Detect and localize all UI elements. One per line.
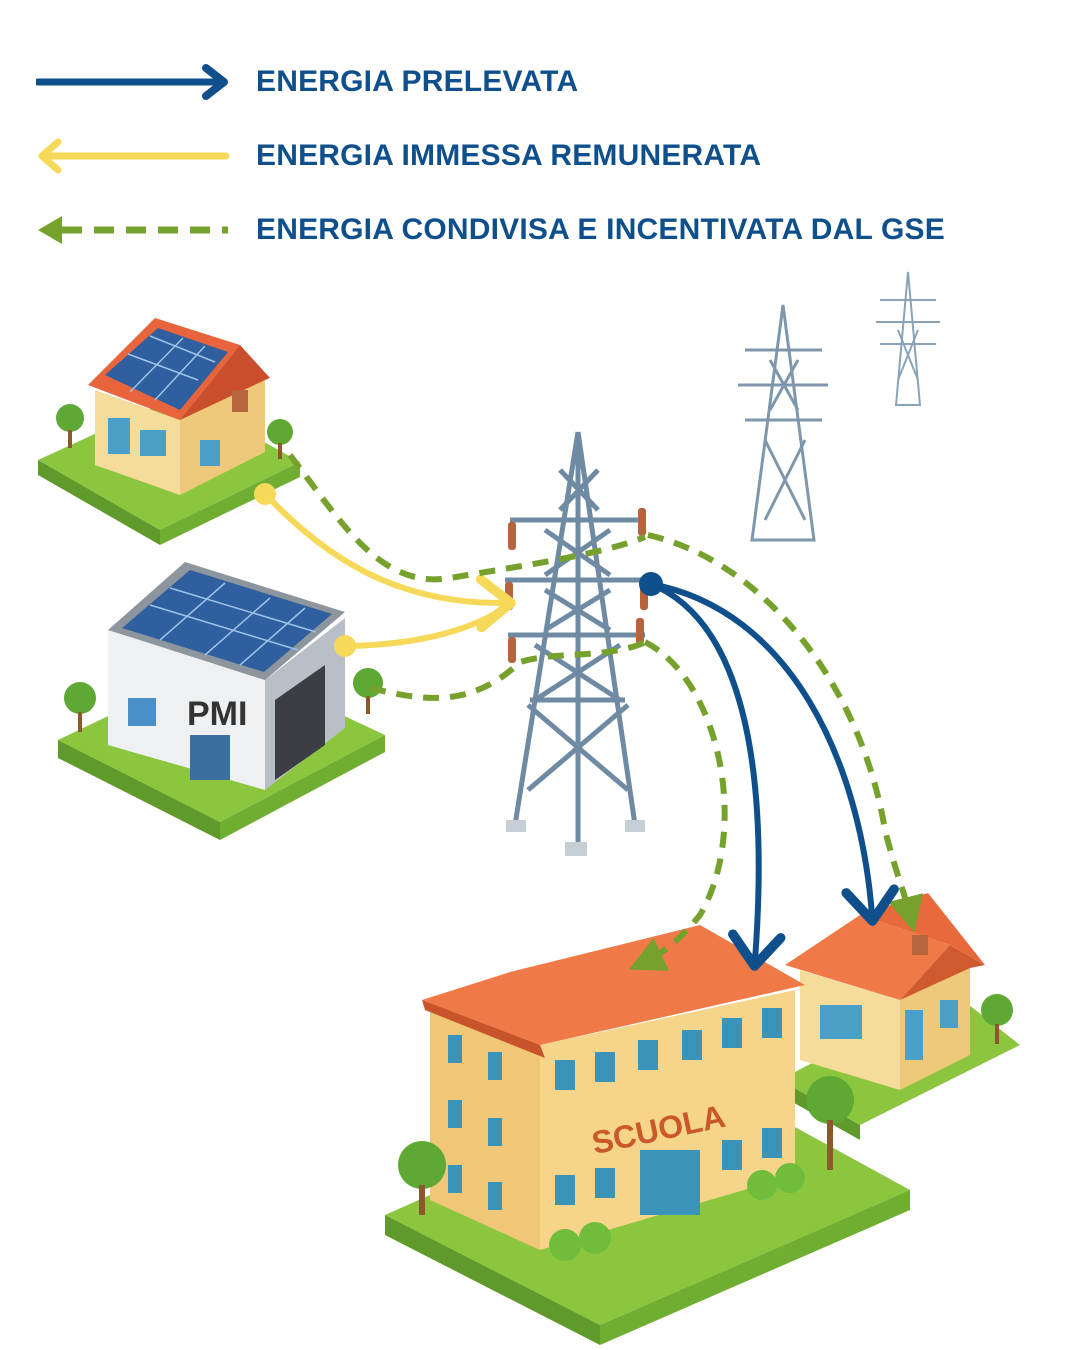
green-dashed-arrow-icon (38, 216, 228, 244)
legend-item-condivisa: ENERGIA CONDIVISA E INCENTIVATA DAL GSE (36, 206, 1046, 280)
legend-item-immessa: ENERGIA IMMESSA REMUNERATA (36, 132, 1046, 206)
pmi-building-icon: PMI (58, 562, 385, 840)
flow-immessa (254, 483, 516, 657)
pmi-label: PMI (187, 695, 247, 733)
blue-arrow-icon (36, 64, 228, 100)
distant-tower-icon (738, 304, 828, 542)
legend-label-prelevata: ENERGIA PRELEVATA (256, 65, 579, 98)
distant-tower-icon (876, 271, 940, 406)
house-with-solar-icon (38, 318, 300, 545)
yellow-arrow-icon (38, 138, 230, 174)
school-icon: SCUOLA (385, 925, 910, 1345)
transmission-tower-icon (505, 431, 650, 856)
legend-label-condivisa: ENERGIA CONDIVISA E INCENTIVATA DAL GSE (256, 213, 945, 246)
legend-label-immessa: ENERGIA IMMESSA REMUNERATA (256, 139, 762, 172)
flow-prelevata (639, 572, 899, 971)
legend-item-prelevata: ENERGIA PRELEVATA (36, 58, 1046, 132)
legend: ENERGIA PRELEVATA ENERGIA IMMESSA REMUNE… (36, 58, 1046, 280)
flow-condivisa (287, 453, 924, 971)
